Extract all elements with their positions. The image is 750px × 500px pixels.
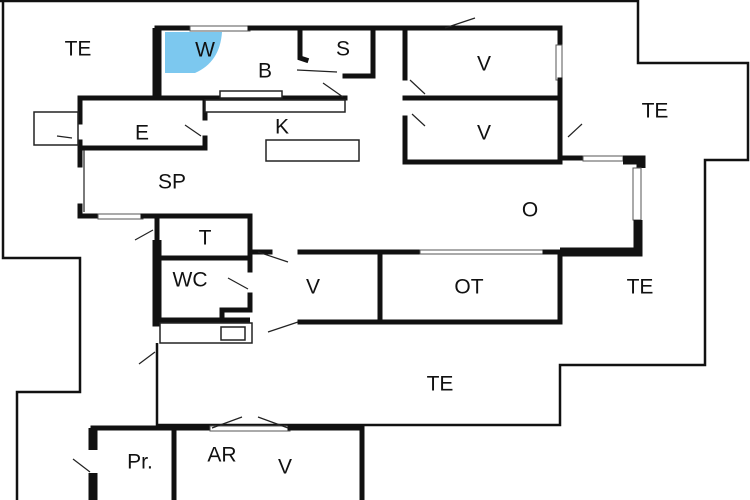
window xyxy=(189,25,251,32)
entry-porch xyxy=(33,111,79,146)
room-label-storage: S xyxy=(336,38,350,61)
room-label-terrace: TE xyxy=(65,38,92,61)
room-label-kitchen: K xyxy=(275,116,289,139)
room-label-shower: W xyxy=(195,39,215,62)
wall-storage xyxy=(297,27,310,64)
bath-vanity xyxy=(219,90,283,99)
room-label-terrace: TE xyxy=(642,100,669,123)
room-label-pr: Pr. xyxy=(127,451,153,474)
wall-west-bottom xyxy=(77,203,101,219)
shower-area xyxy=(165,32,222,73)
room-label-bathroom: B xyxy=(258,60,272,83)
room-label-annex-bedroom: V xyxy=(278,456,292,479)
room-label-ot: OT xyxy=(454,276,483,299)
room-label-bedroom: V xyxy=(477,53,491,76)
kitchen-island xyxy=(265,139,360,162)
wall-bedrooms xyxy=(372,25,563,48)
room-label-bedroom: V xyxy=(477,122,491,145)
room-label-wc: WC xyxy=(173,269,208,292)
room-label-bedroom: V xyxy=(306,276,320,299)
room-label-dining: SP xyxy=(158,171,186,194)
room-label-entry: E xyxy=(135,122,149,145)
sink-icon xyxy=(220,326,246,341)
terrace-outline-right xyxy=(0,0,750,427)
wall-storage-right xyxy=(342,27,376,79)
wall-entry2 xyxy=(77,135,208,155)
room-label-terrace: TE xyxy=(627,276,654,299)
room-label-living: O xyxy=(522,199,538,222)
terrace-outline xyxy=(1,0,82,500)
room-label-technical: T xyxy=(199,227,212,250)
counter xyxy=(204,99,346,113)
room-label-annex: AR xyxy=(207,444,236,467)
room-label-terrace: TE xyxy=(427,373,454,396)
